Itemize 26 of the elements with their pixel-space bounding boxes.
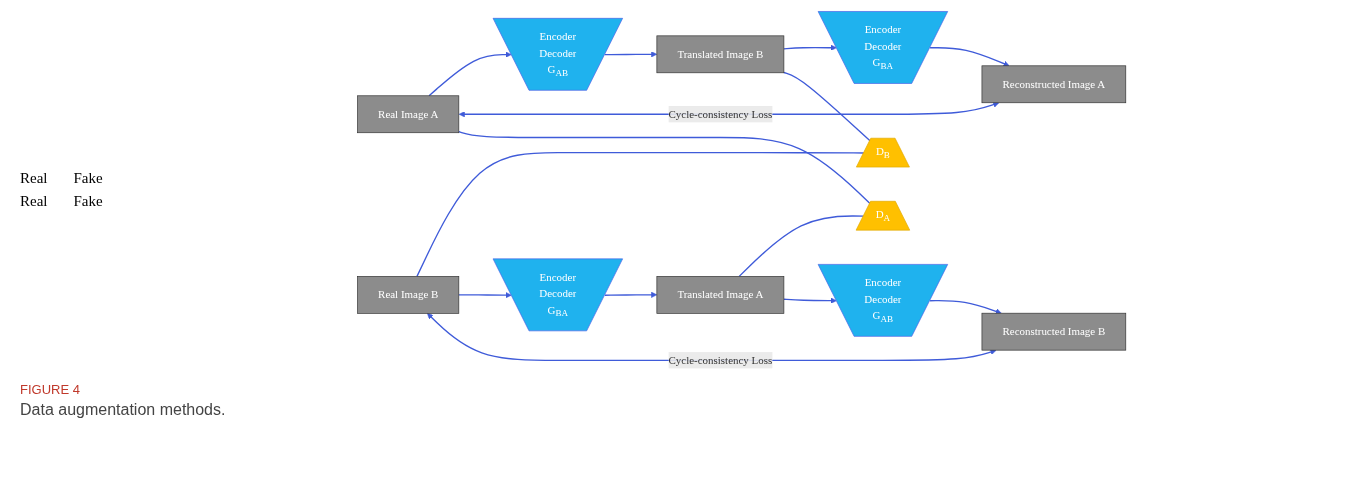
arrow: [782, 297, 837, 304]
node-box: Real Image A: [356, 95, 459, 134]
connector: [415, 151, 865, 278]
discriminator-output-label: Real: [20, 193, 48, 210]
arrow: [929, 299, 1002, 315]
node-box: Translated Image B: [656, 35, 784, 74]
discriminator-output-label: Real: [20, 170, 48, 187]
arrow: [603, 291, 657, 298]
figure-number: FIGURE 4: [20, 382, 80, 397]
figure-caption: Data augmentation methods.: [20, 401, 227, 419]
node-box: Reconstructed Image A: [981, 65, 1126, 104]
arrow: [428, 51, 512, 97]
connector: [782, 71, 871, 142]
node-box: Real Image B: [356, 276, 459, 314]
connector: [457, 131, 871, 205]
arrow: [782, 44, 837, 51]
node-box: Translated Image A: [656, 276, 784, 314]
discriminator-output-label: Fake: [73, 170, 103, 187]
edge-label: Cycle-consistency Loss: [668, 108, 772, 120]
discriminator-output-label: Fake: [73, 193, 103, 210]
arrow: [929, 47, 1010, 67]
edge-label: Cycle-consistency Loss: [668, 354, 772, 366]
arrow: [603, 51, 657, 58]
node-box: Reconstructed Image B: [981, 312, 1126, 351]
arrow: [457, 292, 512, 299]
connector: [738, 215, 864, 278]
